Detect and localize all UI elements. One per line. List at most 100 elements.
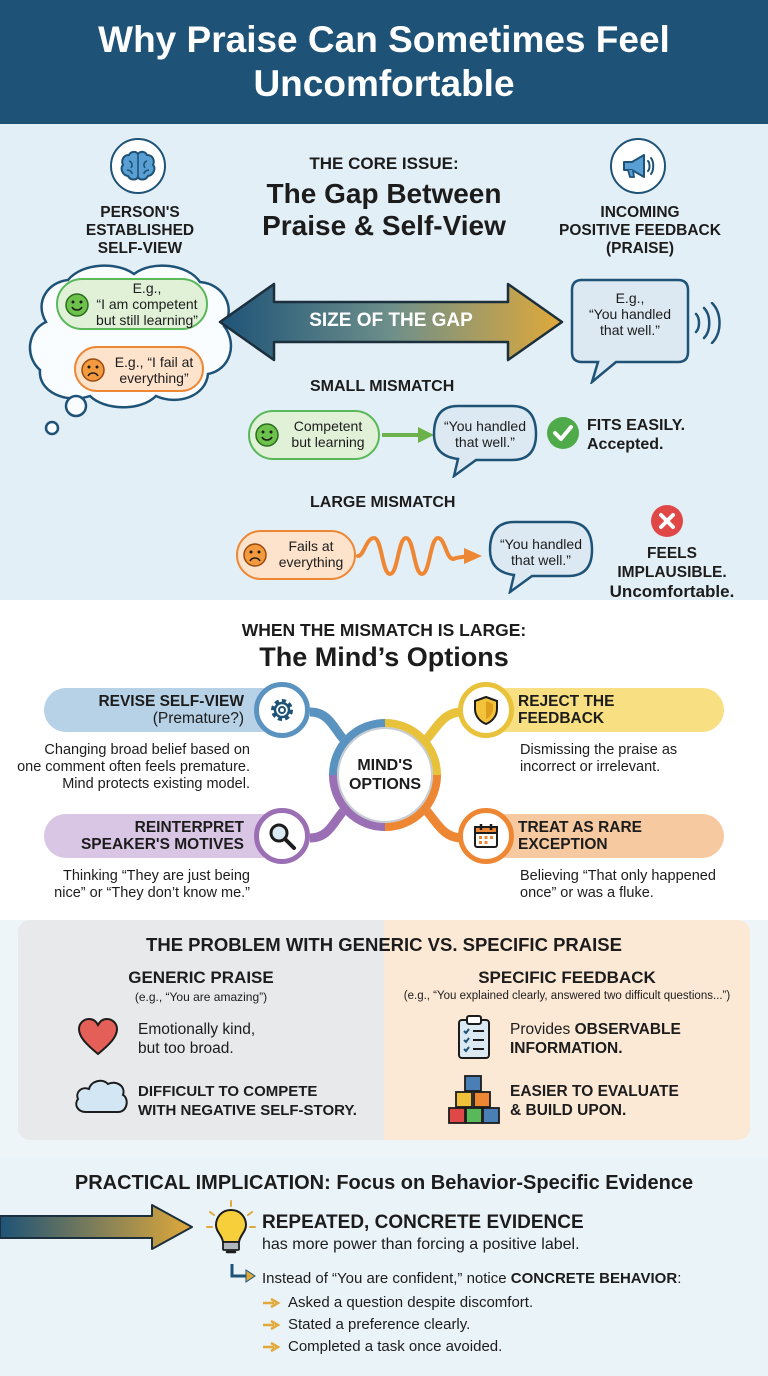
option-reinterpret-desc: Thinking “They are just being nice” or “… <box>10 868 250 902</box>
megaphone-icon <box>610 138 666 194</box>
bubble-line: that well.” <box>511 552 571 568</box>
desc-line: Mind protects existing model. <box>62 776 250 792</box>
item-line: & BUILD UPON. <box>510 1102 627 1119</box>
specific-item-observable: Provides OBSERVABLE INFORMATION. <box>510 1020 681 1058</box>
list-item: Completed a task once avoided. <box>262 1338 533 1356</box>
practical-title: PRACTICAL IMPLICATION: Focus on Behavior… <box>74 1172 694 1194</box>
praise-heading: INCOMING POSITIVE FEEDBACK (PRAISE) <box>556 204 724 258</box>
small-result: FITS EASILY. Accepted. <box>587 416 685 454</box>
hub-line: OPTIONS <box>348 776 421 793</box>
check-icon <box>547 417 579 449</box>
generic-title: GENERIC PRAISE <box>128 968 274 987</box>
generic-item-kind: Emotionally kind, but too broad. <box>138 1020 255 1058</box>
option-revise-desc: Changing broad belief based on one comme… <box>10 742 250 793</box>
option-exception-pill: TREAT AS RARE EXCEPTION <box>484 814 724 858</box>
option-exception-desc: Believing “That only happened once” or w… <box>520 868 760 902</box>
bubble-line: E.g., <box>615 290 645 306</box>
option-title: TREAT AS RARE <box>518 819 642 836</box>
result-line: Accepted. <box>587 436 664 453</box>
arrow-bullet-icon <box>263 1341 281 1353</box>
option-reinterpret-pill: REINTERPRET SPEAKER'S MOTIVES <box>44 814 284 858</box>
core-title-line: Praise & Self-View <box>262 210 506 241</box>
gear-icon <box>254 682 310 738</box>
core-issue-section: PERSON'S ESTABLISHED SELF-VIEW THE CORE … <box>0 124 768 601</box>
self-view-positive-text: E.g., “I am competent but still learning… <box>88 280 206 328</box>
desc-line: Thinking “They are just being <box>63 868 250 884</box>
bubble-line: everything” <box>119 370 189 386</box>
brain-icon <box>110 138 166 194</box>
practical-headline: REPEATED, CONCRETE EVIDENCE <box>262 1212 584 1233</box>
option-title: REVISE SELF-VIEW <box>98 693 244 710</box>
large-praise-bubble <box>488 520 594 594</box>
item-line: Provides OBSERVABLE <box>510 1020 681 1039</box>
desc-line: Dismissing the praise as <box>520 742 678 758</box>
bubble-line: “You handled <box>499 536 582 552</box>
praise-heading-line: (PRAISE) <box>605 240 675 257</box>
praise-heading-line: POSITIVE FEEDBACK <box>559 222 721 239</box>
small-arrow <box>382 427 434 443</box>
option-subtitle: (Premature?) <box>152 710 244 727</box>
self-view-negative-text: E.g., “I fail at everything” <box>106 354 202 386</box>
self-view-heading-line: SELF-VIEW <box>97 240 183 257</box>
large-mismatch-label: LARGE MISMATCH <box>310 494 456 511</box>
option-reject-desc: Dismissing the praise as incorrect or ir… <box>520 742 760 776</box>
heart-icon <box>77 1017 119 1056</box>
desc-line: once” or was a fluke. <box>520 885 654 901</box>
option-title: REINTERPRET <box>134 819 244 836</box>
result-line: FITS EASILY. <box>587 417 686 434</box>
sad-face-icon <box>243 543 267 567</box>
instead-post: : <box>677 1270 682 1287</box>
instead-bold: CONCRETE BEHAVIOR <box>510 1270 678 1287</box>
option-title: SPEAKER'S MOTIVES <box>80 836 244 853</box>
arrow-bullet-icon <box>263 1297 281 1309</box>
bubble-line: that well.” <box>600 322 660 338</box>
options-connectors <box>309 707 463 843</box>
minds-options-section: WHEN THE MISMATCH IS LARGE: The Mind’s O… <box>0 600 768 920</box>
options-title: The Mind’s Options <box>259 642 509 672</box>
bubble-line: “You handled <box>588 306 671 322</box>
list-item: Asked a question despite discomfort. <box>262 1294 533 1312</box>
bubble-line: everything <box>278 554 344 570</box>
x-mark-icon <box>651 505 683 537</box>
bubble-line: E.g., “I fail at <box>114 354 194 370</box>
option-reject-pill: REJECT THE FEEDBACK <box>484 688 724 732</box>
bubble-line: that well.” <box>455 434 515 450</box>
problem-title: THE PROBLEM WITH GENERIC VS. SPECIFIC PR… <box>146 934 622 955</box>
self-view-heading-line: ESTABLISHED <box>85 222 195 239</box>
praise-heading-line: INCOMING <box>600 204 680 221</box>
large-praise-text: “You handled that well.” <box>492 536 590 568</box>
bullet-text: Asked a question despite discomfort. <box>288 1294 534 1311</box>
practical-arrow <box>0 1204 193 1250</box>
curved-arrow-icon <box>230 1264 256 1283</box>
bubble-line: “You handled <box>443 418 526 434</box>
result-line: FEELS IMPLAUSIBLE. <box>617 545 727 581</box>
list-item: Stated a preference clearly. <box>262 1316 533 1334</box>
item-line: Emotionally kind, <box>138 1021 256 1038</box>
praise-example-text: E.g., “You handled that well.” <box>574 290 686 338</box>
instead-text: Instead of “You are confident,” notice <box>262 1270 511 1287</box>
gap-double-arrow <box>218 282 564 362</box>
result-line: Uncomfortable. <box>609 582 735 601</box>
self-view-heading: PERSON'S ESTABLISHED SELF-VIEW <box>70 204 210 258</box>
hub-line: MIND'S <box>357 757 413 774</box>
minds-options-hub: MIND'S OPTIONS <box>337 727 433 823</box>
bubble-line: “I am competent <box>96 296 198 312</box>
practical-implication-section: PRACTICAL IMPLICATION: Focus on Behavior… <box>0 1158 768 1376</box>
bubble-line: Fails at <box>288 538 334 554</box>
options-kicker: WHEN THE MISMATCH IS LARGE: <box>241 620 527 640</box>
bullet-text: Completed a task once avoided. <box>288 1338 503 1355</box>
option-title: EXCEPTION <box>518 836 608 853</box>
cloud-icon <box>75 1079 128 1113</box>
option-title: REJECT THE <box>518 693 615 710</box>
desc-line: Believing “That only happened <box>520 868 716 884</box>
building-blocks-icon <box>448 1075 500 1124</box>
generic-item-compete: DIFFICULT TO COMPETE WITH NEGATIVE SELF-… <box>138 1082 357 1120</box>
praise-speech-bubble <box>570 278 690 384</box>
checklist-icon <box>458 1015 490 1059</box>
core-issue-kicker: THE CORE ISSUE: <box>309 154 459 173</box>
item-bold: OBSERVABLE <box>574 1021 681 1038</box>
bubble-line: Competent <box>293 418 363 434</box>
core-title-line: The Gap Between <box>266 178 502 209</box>
gap-label: SIZE OF THE GAP <box>309 310 473 331</box>
wavy-arrow <box>356 535 482 577</box>
